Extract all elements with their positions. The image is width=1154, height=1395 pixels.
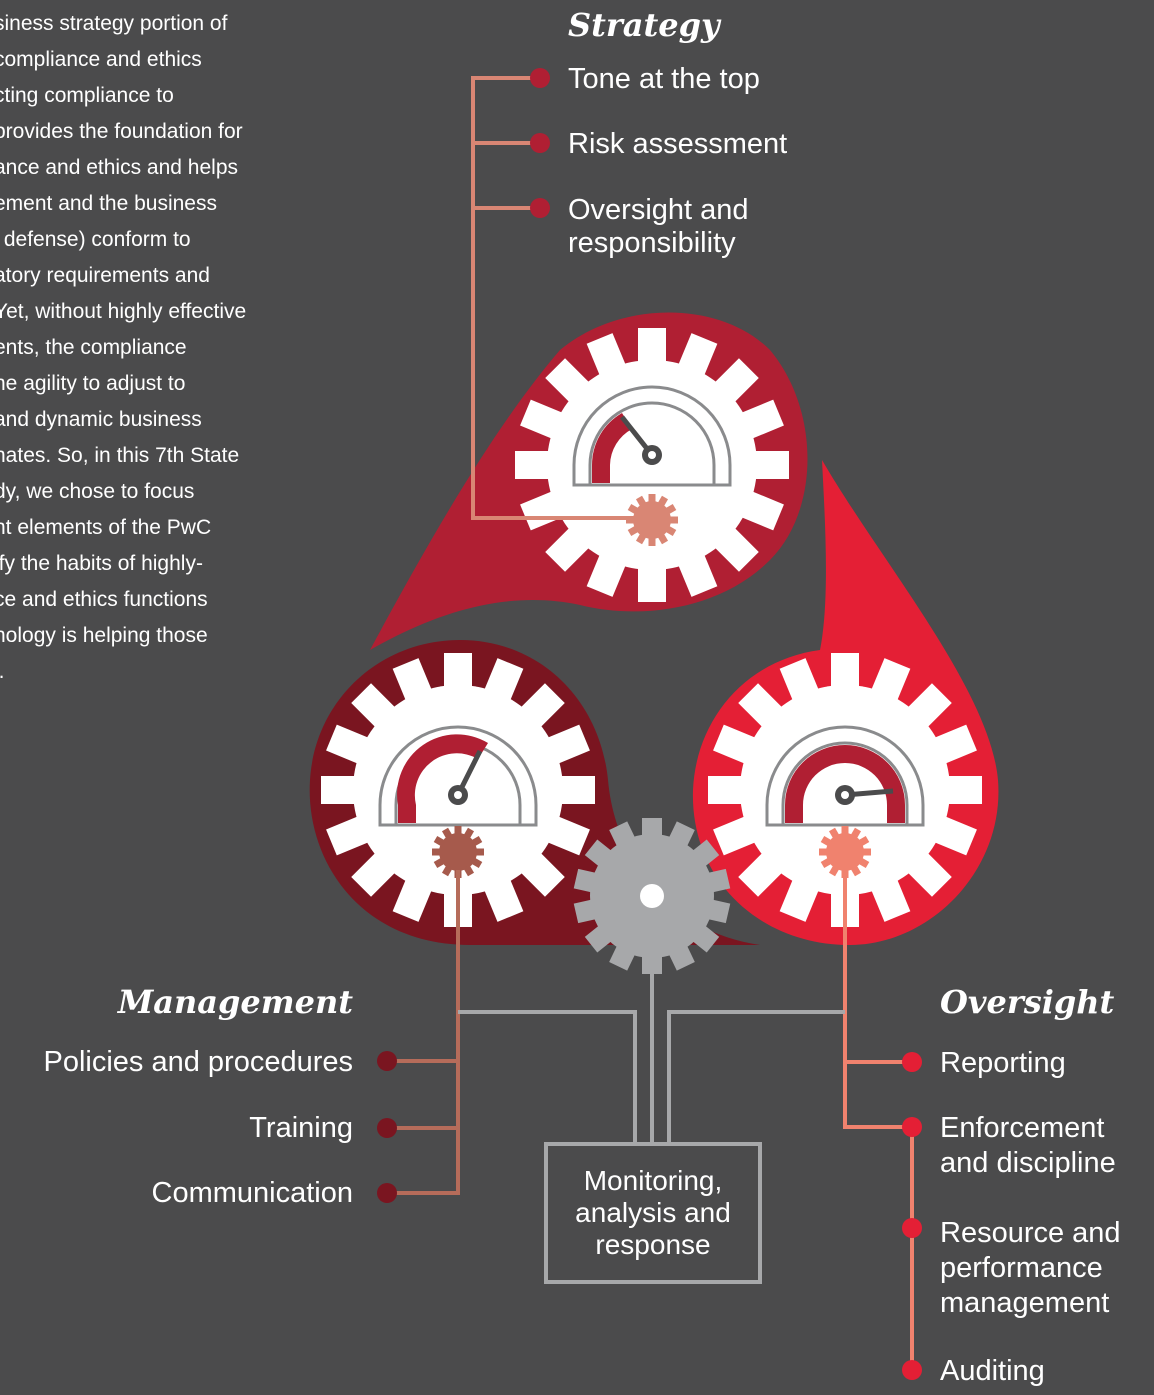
- intro-line: dy, we chose to focus: [0, 480, 195, 503]
- intro-line: atory requirements and: [0, 264, 210, 287]
- oversight-item-resource-3: management: [940, 1287, 1109, 1319]
- strategy-item-oversight-1: Oversight and: [568, 194, 749, 226]
- management-connector: [385, 870, 460, 1195]
- oversight-bullet: [902, 1360, 922, 1380]
- oversight-bullet: [902, 1117, 922, 1137]
- intro-line: and dynamic business: [0, 408, 202, 431]
- management-bullet: [377, 1051, 397, 1071]
- oversight-connector: [843, 870, 914, 1370]
- strategy-bullet: [530, 68, 550, 88]
- strategy-gear-icon: [515, 328, 789, 602]
- monitoring-label-1: Monitoring,: [584, 1165, 723, 1196]
- monitoring-connector: [458, 960, 845, 1142]
- management-gear-icon: [321, 653, 595, 927]
- intro-line: siness strategy portion of: [0, 12, 228, 35]
- management-bullet: [377, 1183, 397, 1203]
- management-item-training: Training: [249, 1112, 353, 1144]
- intro-line: ance and ethics and helps: [0, 156, 239, 179]
- intro-line: ents, the compliance: [0, 336, 187, 359]
- intro-line: ement and the business: [0, 192, 217, 215]
- management-item-policies: Policies and procedures: [43, 1046, 353, 1078]
- intro-line: nates. So, in this 7th State: [0, 444, 240, 467]
- intro-line: nt elements of the PwC: [0, 516, 212, 539]
- management-item-communication: Communication: [152, 1177, 353, 1209]
- oversight-gear-icon: [708, 653, 982, 927]
- intro-text: siness strategy portion of compliance an…: [0, 6, 314, 690]
- oversight-item-enforcement-1: Enforcement: [940, 1112, 1104, 1144]
- oversight-heading: Oversight: [940, 983, 1115, 1021]
- monitoring-label-3: response: [595, 1229, 710, 1260]
- oversight-item-enforcement-2: and discipline: [940, 1147, 1116, 1179]
- intro-line: cting compliance to: [0, 84, 174, 107]
- oversight-bullet: [902, 1218, 922, 1238]
- intro-line: l.: [0, 654, 314, 690]
- strategy-connector: [471, 76, 652, 520]
- intro-line: Yet, without highly effective: [0, 300, 247, 323]
- oversight-bullet: [902, 1052, 922, 1072]
- intro-line: compliance and ethics: [0, 48, 202, 71]
- management-bullet: [377, 1118, 397, 1138]
- strategy-bullet: [530, 198, 550, 218]
- intro-line: nology is helping those: [0, 624, 208, 647]
- oversight-item-reporting: Reporting: [940, 1047, 1066, 1079]
- oversight-item-resource-1: Resource and: [940, 1217, 1121, 1249]
- strategy-item-oversight-2: responsibility: [568, 227, 736, 259]
- strategy-bullet: [530, 133, 550, 153]
- strategy-item-tone: Tone at the top: [568, 63, 760, 95]
- intro-line: ne agility to adjust to: [0, 372, 186, 395]
- monitoring-box: [544, 1142, 762, 1284]
- intro-line: ify the habits of highly-: [0, 552, 203, 575]
- monitoring-label-2: analysis and: [575, 1197, 731, 1228]
- intro-line: provides the foundation for: [0, 120, 243, 143]
- intro-line: ' defense) conform to: [0, 228, 191, 251]
- management-heading: Management: [117, 983, 353, 1021]
- strategy-item-risk: Risk assessment: [568, 128, 787, 160]
- strategy-heading: Strategy: [568, 6, 722, 44]
- oversight-item-resource-2: performance: [940, 1252, 1103, 1284]
- intro-line: ce and ethics functions: [0, 588, 208, 611]
- center-gear-icon: [573, 818, 731, 974]
- oversight-item-auditing: Auditing: [940, 1355, 1045, 1387]
